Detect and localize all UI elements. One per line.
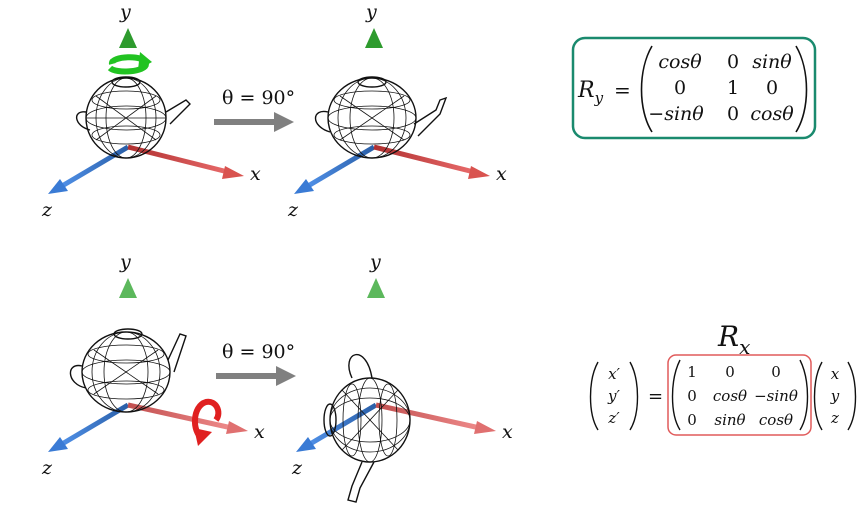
- angle-label-bottom: θ = 90°: [222, 341, 295, 363]
- vector-cell: x′: [608, 365, 620, 383]
- rhs-right-paren: [847, 361, 857, 431]
- vector-cell: y′: [607, 387, 620, 405]
- scene-x-after: y x z: [291, 251, 513, 503]
- matrix-cell: 0: [727, 103, 739, 125]
- lhs-vector: x′ y′ z′: [607, 365, 620, 427]
- matrix-cell: cosθ: [713, 387, 747, 405]
- rx-matrix-frame: [667, 354, 812, 436]
- teapot-wireframe: [323, 354, 411, 503]
- matrix-cell: −sinθ: [754, 387, 798, 405]
- x-axis: [127, 144, 244, 179]
- transform-arrow-top-icon: [214, 112, 294, 132]
- x-axis: [375, 402, 496, 434]
- rotation-arrow-x-icon: [192, 398, 222, 446]
- matrix-cell: sinθ: [752, 51, 792, 73]
- z-axis-label: z: [291, 457, 303, 479]
- y-axis: [119, 28, 137, 147]
- x-axis-label: x: [496, 163, 507, 185]
- vector-cell: z′: [607, 409, 620, 427]
- scene-y-before: y x z: [41, 1, 261, 221]
- matrix-cell: cosθ: [750, 103, 794, 125]
- y-axis-label: y: [365, 1, 377, 23]
- rx-equals: =: [648, 386, 663, 407]
- matrix-cell: 0: [766, 77, 778, 99]
- matrix-cell: cosθ: [759, 411, 793, 429]
- y-axis-label: y: [119, 1, 131, 23]
- y-axis-label: y: [119, 251, 131, 273]
- matrix-cell: 1: [687, 363, 697, 381]
- vector-cell: y: [830, 387, 840, 405]
- ry-equals: =: [614, 78, 631, 102]
- z-axis: [294, 144, 376, 194]
- rotation-arrow-y-icon: [107, 52, 152, 75]
- left-paren: [640, 45, 653, 133]
- matrix-cell: 0: [727, 51, 739, 73]
- x-axis-label: x: [250, 163, 261, 185]
- lhs-left-paren: [589, 361, 599, 431]
- matrix-cell: −sinθ: [648, 103, 704, 125]
- rx-right-paren: [799, 359, 809, 431]
- z-axis: [48, 144, 130, 194]
- vector-cell: x: [831, 365, 840, 383]
- z-axis: [48, 402, 130, 452]
- rx-equation: Rx x′ y′ z′ = 1 0 0 0 cosθ −sinθ 0 sinθ cosθ xyz: [589, 320, 857, 436]
- angle-label-top: θ = 90°: [222, 87, 295, 109]
- ry-matrix-name: Ry: [577, 78, 604, 107]
- matrix-cell: 0: [771, 363, 781, 381]
- scene-y-after: y x z: [287, 1, 507, 221]
- x-axis-label: x: [254, 421, 265, 443]
- teapot-wireframe: [314, 76, 448, 159]
- z-axis-label: z: [287, 199, 299, 221]
- z-axis: [296, 402, 378, 452]
- matrix-cell: 0: [674, 77, 686, 99]
- matrix-cell: 0: [687, 411, 697, 429]
- matrix-cell: cosθ: [658, 51, 702, 73]
- transform-arrow-bottom-icon: [216, 366, 296, 386]
- ry-matrix-box: Ry = cosθ 0 sinθ 0 1 0 −sinθ 0 cosθ: [571, 36, 817, 140]
- z-axis-label: z: [41, 457, 53, 479]
- scene-x-before: y x z: [41, 251, 265, 479]
- vector-cell: z: [830, 409, 839, 427]
- x-axis-label: x: [502, 421, 513, 443]
- rhs-vector: xyz: [830, 365, 840, 427]
- x-axis: [373, 144, 490, 179]
- x-axis: [127, 402, 248, 434]
- matrix-cell: sinθ: [714, 411, 745, 429]
- z-axis-label: z: [41, 199, 53, 221]
- y-axis-label: y: [369, 251, 381, 273]
- matrix-cell: 0: [725, 363, 735, 381]
- matrix-cell: 1: [727, 77, 739, 99]
- rx-matrix-cells: 1 0 0 0 cosθ −sinθ 0 sinθ cosθ: [687, 363, 798, 429]
- ry-matrix-cells: cosθ 0 sinθ 0 1 0 −sinθ 0 cosθ: [648, 51, 794, 125]
- y-axis: [365, 28, 383, 147]
- rhs-left-paren: [813, 361, 823, 431]
- right-paren: [795, 45, 808, 133]
- rx-matrix-name: Rx: [717, 320, 750, 359]
- matrix-cell: 0: [687, 387, 697, 405]
- y-axis: [367, 278, 385, 405]
- y-axis: [119, 278, 137, 405]
- lhs-right-paren: [629, 361, 639, 431]
- rx-left-paren: [671, 359, 681, 431]
